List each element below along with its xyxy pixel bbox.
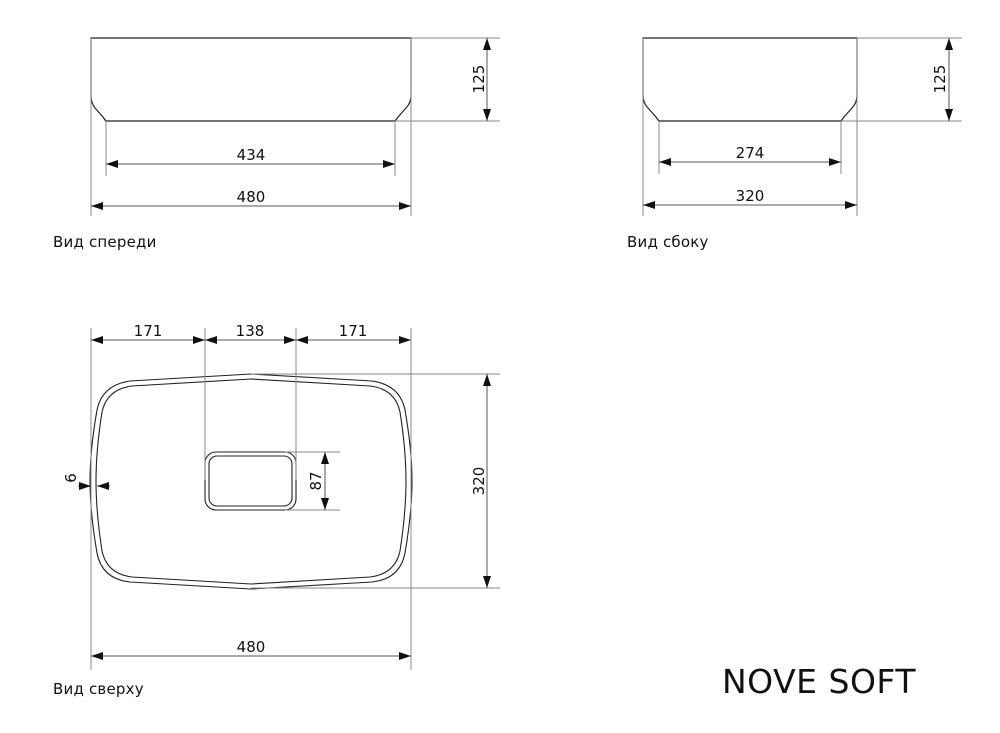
top-view: 171 138 171 320 87 6 480 <box>62 322 500 670</box>
side-height-value: 125 <box>931 65 949 94</box>
side-view-label: Вид сбоку <box>627 233 709 251</box>
side-bottom-width-value: 274 <box>736 144 765 162</box>
top-rim-thickness-value: 6 <box>62 473 80 483</box>
side-view-outline <box>642 37 858 122</box>
product-name: NOVE SOFT <box>722 662 916 701</box>
basin-outer-rim <box>89 373 413 590</box>
front-height-value: 125 <box>470 65 488 94</box>
front-view-outline <box>90 37 412 122</box>
basin-inner-rim <box>95 378 407 585</box>
top-overall-width-value: 480 <box>237 638 266 656</box>
front-view: 125 434 480 <box>90 37 500 216</box>
side-top-width-value: 320 <box>736 187 765 205</box>
side-view: 125 274 320 <box>642 37 962 216</box>
top-right-offset-value: 171 <box>339 322 368 340</box>
drain-outer <box>204 451 297 511</box>
top-drain-height-value: 87 <box>307 471 325 490</box>
front-bottom-width-value: 434 <box>237 146 266 164</box>
front-top-width-value: 480 <box>237 188 266 206</box>
top-view-label: Вид сверху <box>53 680 144 698</box>
top-left-offset-value: 171 <box>134 322 163 340</box>
front-view-label: Вид спереди <box>53 233 157 251</box>
top-drain-width-value: 138 <box>236 322 265 340</box>
top-depth-value: 320 <box>470 467 488 496</box>
drain-inner <box>208 455 293 507</box>
